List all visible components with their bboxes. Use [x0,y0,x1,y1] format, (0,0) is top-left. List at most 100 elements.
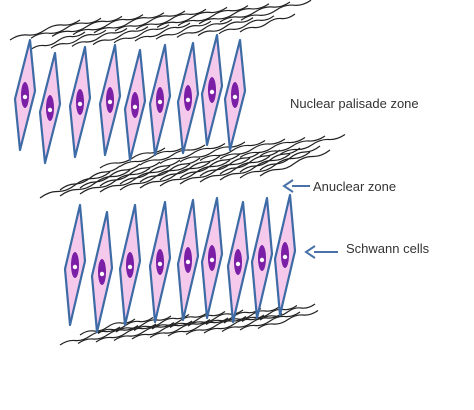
collagen-fiber [159,159,231,187]
collagen-fiber [39,171,111,199]
collagen-fiber [257,310,319,329]
collagen-fiber [203,314,265,334]
collagen-fiber [259,145,321,171]
collagen-fiber [113,24,170,44]
collagen-fiber [199,140,266,161]
collagen-fiber [30,17,102,39]
nucleolus [209,257,215,263]
collagen-fiber [72,14,144,36]
collagen-fiber [115,315,172,333]
collagen-fiber [156,6,228,28]
collagen-fiber [51,15,123,37]
collagen-fiber [219,138,286,160]
collagen-fiber [239,13,296,33]
collagen-fiber [259,135,326,157]
collagen-fiber [149,319,211,338]
collagen-fiber [198,3,270,25]
collagen-fiber [259,149,331,177]
nucleolus [209,89,215,95]
collagen-fiber [185,316,247,335]
collagen-fiber [99,161,161,187]
collagen-fiber [133,314,190,331]
collagen-fiber [95,323,157,343]
collagen-fiber [113,322,175,341]
lower-palisade [63,193,297,334]
arrow-icon [282,179,294,193]
collagen-fiber [77,325,139,344]
collagen-fiber [139,144,206,166]
collagen-fiber [119,163,191,191]
nucleolus [185,97,191,103]
collagen-fiber [259,303,316,321]
collagen-fiber [119,159,181,185]
collagen-fiber [71,27,128,47]
collagen-fiber [99,147,166,169]
collagen-fiber [159,143,226,164]
collagen-fiber [179,153,241,179]
collagen-fiber [134,22,191,42]
collagen-fiber [59,169,131,197]
collagen-fiber [239,137,306,158]
collagen-fiber [177,5,249,27]
collagen-fiber [239,311,301,331]
collagen-fiber [59,326,121,346]
collagen-fiber [159,155,221,181]
collagen-fiber [239,147,301,173]
collagen-fiber [221,313,283,332]
anuclear-zone-label: Anuclear zone [313,179,397,194]
nucleolus [127,264,133,270]
collagen-fiber [176,18,233,38]
collagen-fiber [199,151,261,177]
nucleolus [185,259,191,265]
collagen-fiber [179,141,246,163]
collagen-fiber [151,312,208,330]
collagen-fiber [169,311,226,328]
nucleolus [132,104,138,110]
arrow-icon [304,245,316,259]
collagen-fiber [167,317,229,337]
collagen-fiber [197,17,254,37]
collagen-fiber [59,165,121,191]
schwann-cells-label: Schwann cells [346,241,430,256]
nuclear-palisade-zone-label: Nuclear palisade zone [290,96,419,111]
collagen-fiber [79,163,141,189]
nucleolus [259,257,265,263]
collagen-fiber [218,15,275,35]
nucleolus [235,261,241,267]
collagen-fiber [9,19,81,41]
collagen-fiber [241,305,298,322]
fiber-layer [9,0,346,346]
collagen-fiber [179,157,251,185]
arrow-layer [282,179,338,259]
collagen-fiber [219,149,281,175]
nucleolus [157,261,163,267]
collagen-fiber [114,10,186,32]
nucleolus [22,94,28,100]
collagen-fiber [219,153,291,181]
nucleolus [282,254,288,260]
collagen-fiber [131,320,193,340]
collagen-fiber [139,157,201,183]
collagen-fiber [240,0,312,21]
collagen-fiber [79,167,151,195]
collagen-fiber [135,8,207,30]
collagen-fiber [219,1,291,23]
nucleolus [47,107,53,113]
collagen-fiber [239,151,311,179]
collagen-fiber [119,146,186,167]
collagen-fiber [92,26,149,46]
collagen-fiber [199,155,271,183]
upper-palisade [13,33,247,165]
nucleolus [99,271,105,277]
nucleolus [107,99,113,105]
collagen-fiber [279,134,346,155]
collagen-fiber [93,12,165,34]
nucleolus [157,99,163,105]
nucleolus [72,264,78,270]
collagen-fiber [99,165,171,193]
collagen-fiber [50,29,107,49]
collagen-fiber [139,161,211,189]
nucleolus [77,101,83,107]
